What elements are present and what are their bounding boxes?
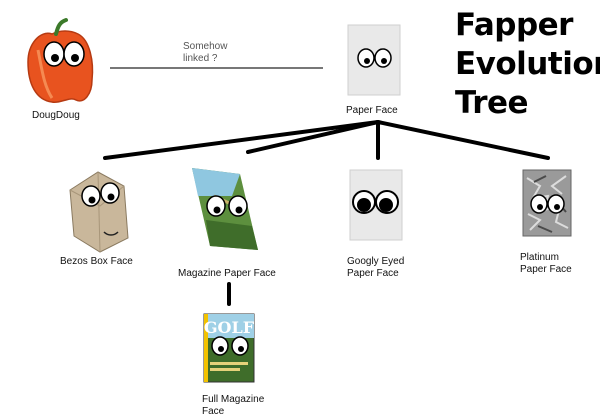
- somehow-linked-note: Somehow linked ?: [183, 41, 228, 64]
- title-line: Tree: [455, 85, 529, 121]
- full-magazine-face-image: GOLF: [203, 313, 255, 383]
- platinum-paper-face-label: Platinum Paper Face: [520, 252, 572, 275]
- title-line: Evolution: [455, 46, 600, 82]
- branch-to-magazine: [246, 120, 380, 154]
- googly-eyes-icon: [43, 41, 85, 67]
- bezos-box-face-label: Bezos Box Face: [60, 256, 133, 267]
- diagram-title: Fapper Evolution Tree: [455, 6, 600, 123]
- paper-face-label: Paper Face: [346, 105, 398, 116]
- tree-branches: [103, 120, 550, 306]
- full-magazine-face-label: Full Magazine Face: [202, 394, 265, 417]
- bezos-box-face-image: [69, 171, 129, 253]
- branch-to-bezos: [103, 120, 380, 160]
- dougdoug-pepper-image: [27, 18, 94, 104]
- title-line: Fapper: [455, 7, 573, 43]
- googly-eyed-paper-face-label: Googly Eyed Paper Face: [347, 256, 405, 279]
- paper-face-image: [347, 24, 401, 96]
- platinum-paper-face-image: [522, 169, 572, 237]
- googly-eyed-paper-face-image: [349, 169, 403, 241]
- dougdoug-label: DougDoug: [32, 110, 80, 121]
- magazine-paper-face-label: Magazine Paper Face: [178, 268, 276, 279]
- branch-to-platinum: [376, 120, 550, 160]
- golf-cover-title: GOLF: [204, 318, 255, 337]
- magazine-paper-face-image: [192, 168, 258, 250]
